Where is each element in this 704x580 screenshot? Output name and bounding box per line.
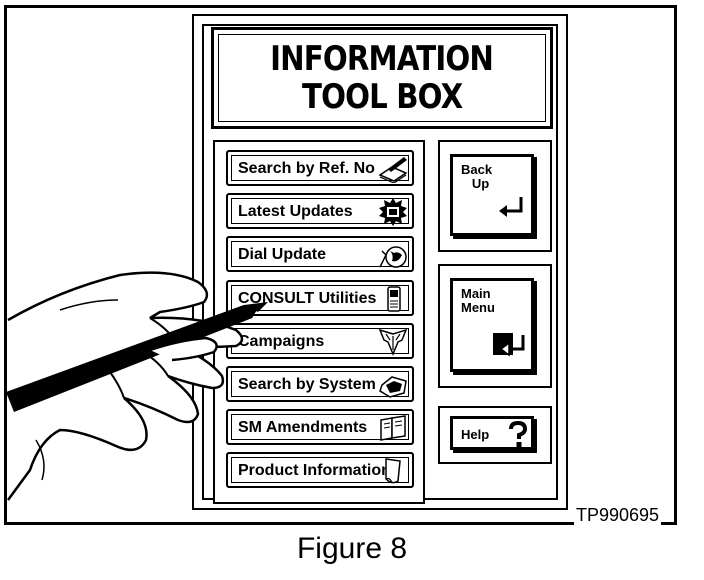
eagle-emblem-icon <box>378 328 408 356</box>
document-curl-icon <box>385 458 401 484</box>
menu-item-label: Product Information <box>238 462 391 479</box>
back-up-label-line1: Back <box>461 162 493 177</box>
menu-item-search-by-system[interactable]: Search by System <box>226 366 414 402</box>
handheld-device-icon <box>387 286 401 312</box>
figure-caption: Figure 8 <box>296 532 408 565</box>
back-up-label: Back Up <box>461 163 492 191</box>
title-line-1: INFORMATION <box>270 39 495 79</box>
menu-item-dial-update[interactable]: Dial Update <box>226 236 414 272</box>
main-menu-label-line2: Menu <box>461 300 495 315</box>
engine-parts-icon <box>379 376 407 398</box>
menu-item-consult-utilities[interactable]: CONSULT Utilities <box>226 280 414 316</box>
menu-item-latest-updates[interactable]: Latest Updates <box>226 193 414 229</box>
menu-item-product-information[interactable]: Product Information <box>226 452 414 488</box>
globe-antenna-icon <box>379 246 407 268</box>
reference-code: TP990695 <box>574 505 662 526</box>
back-up-label-line2: Up <box>471 176 490 191</box>
menu-item-label: Latest Updates <box>238 203 353 220</box>
menu-item-label: Search by Ref. No <box>238 160 375 177</box>
help-button[interactable]: Help <box>450 416 534 450</box>
main-menu-label: Main Menu <box>461 287 495 315</box>
menu-item-label: Campaigns <box>238 333 325 350</box>
menu-item-label: Dial Update <box>238 246 327 263</box>
open-book-icon <box>380 415 406 441</box>
main-menu-label-line1: Main <box>461 286 491 301</box>
back-arrow-icon <box>499 197 523 217</box>
menu-return-icon <box>493 333 525 357</box>
starburst-new-icon <box>379 198 407 226</box>
main-menu-button[interactable]: Main Menu <box>450 278 534 372</box>
figure-frame <box>4 5 677 525</box>
back-up-button[interactable]: Back Up <box>450 154 534 236</box>
menu-item-label: CONSULT Utilities <box>238 290 377 307</box>
menu-item-campaigns[interactable]: Campaigns <box>226 323 414 359</box>
help-label: Help <box>461 427 490 442</box>
menu-item-sm-amendments[interactable]: SM Amendments <box>226 409 414 445</box>
menu-item-label: SM Amendments <box>238 419 368 436</box>
book-pencil-icon <box>378 157 408 183</box>
menu-item-label: Search by System <box>238 376 376 393</box>
menu-item-search-by-ref-no[interactable]: Search by Ref. No <box>226 150 414 186</box>
title-banner-inner: INFORMATION TOOL BOX <box>218 34 546 122</box>
question-mark-icon <box>509 421 528 447</box>
title-banner: INFORMATION TOOL BOX <box>211 27 553 129</box>
title-line-2: TOOL BOX <box>301 77 463 117</box>
